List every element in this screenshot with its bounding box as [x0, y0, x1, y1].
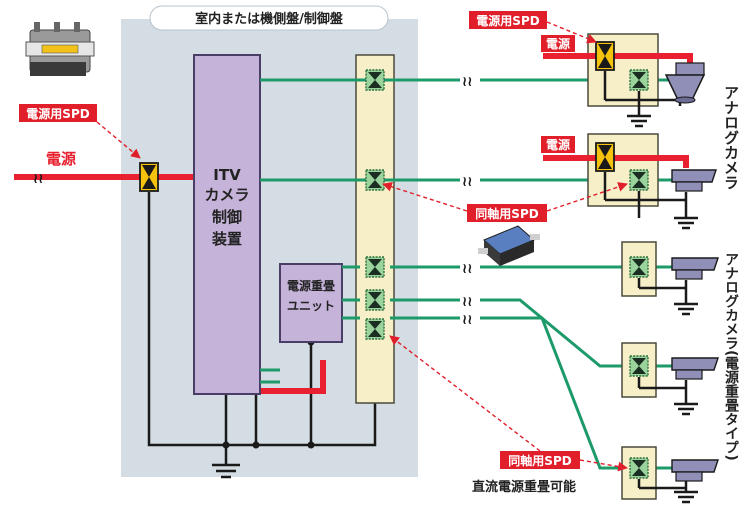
itv-label-3: 制御 — [212, 208, 242, 226]
svg-text:電源用SPD: 電源用SPD — [26, 106, 89, 121]
dome-camera-1[interactable] — [664, 62, 706, 104]
svg-text:電源: 電源 — [546, 36, 570, 51]
camera-2-coax-spd[interactable] — [629, 169, 649, 191]
unit-label-1: 電源重畳 — [287, 278, 335, 293]
box-camera-2[interactable] — [671, 169, 717, 192]
itv-camera-controller[interactable]: ITV カメラ 制御 装置 — [193, 54, 261, 395]
power-spd-product-photo — [25, 22, 95, 76]
svg-text:≀≀: ≀≀ — [462, 261, 473, 277]
itv-label-2: カメラ — [204, 186, 249, 204]
svg-text:≀≀: ≀≀ — [462, 174, 473, 190]
analog-camera-label: アナログカメラ — [722, 85, 740, 190]
camera-1-coax-spd[interactable] — [629, 69, 649, 91]
panel-coax-spd-5[interactable] — [365, 318, 385, 340]
svg-text:同軸用SPD: 同軸用SPD — [508, 453, 571, 468]
svg-text:≀≀: ≀≀ — [462, 74, 473, 90]
main-power-label: 電源 — [46, 150, 76, 168]
camera-1-power-spd[interactable] — [595, 41, 615, 71]
svg-text:同軸用SPD: 同軸用SPD — [475, 206, 538, 221]
svg-text:≀≀: ≀≀ — [462, 294, 473, 310]
unit-label-2: ユニット — [287, 299, 335, 313]
panel-title: 室内または機側盤/制御盤 — [195, 11, 344, 27]
svg-text:≀≀: ≀≀ — [462, 312, 473, 328]
coax-spd-bus — [355, 54, 395, 404]
camera-2-power-spd[interactable] — [595, 142, 615, 172]
tag-coax-spd-mid: 同軸用SPD — [467, 204, 547, 222]
coax-spd-product-photo — [478, 225, 540, 266]
camera-2-ground — [603, 172, 698, 230]
camera-3-ground — [637, 278, 698, 316]
box-camera-5[interactable] — [671, 459, 719, 482]
tag-power-cam1: 電源 — [541, 35, 575, 52]
power-break-mark: ≀≀ — [33, 171, 44, 187]
analog-camera-superimposed-label: アナログカメラ(電源重畳タイプ) — [723, 252, 739, 461]
camera-2-power-line — [543, 155, 689, 168]
tag-power-cam2: 電源 — [541, 136, 575, 153]
tag-power-spd-left: 電源用SPD — [19, 104, 97, 122]
callout-arrows — [96, 21, 628, 472]
tag-coax-spd-bottom: 同軸用SPD — [500, 451, 580, 469]
panel-coax-spd-1[interactable] — [365, 69, 385, 91]
box-camera-3[interactable] — [671, 257, 719, 280]
panel-coax-spd-4[interactable] — [365, 289, 385, 311]
main-power-spd[interactable] — [139, 162, 159, 192]
itv-label-1: ITV — [213, 166, 241, 184]
svg-text:電源用SPD: 電源用SPD — [476, 13, 539, 28]
camera-5-ground — [637, 479, 698, 504]
itv-label-4: 装置 — [211, 230, 242, 248]
box-camera-4[interactable] — [671, 357, 719, 380]
panel-coax-spd-2[interactable] — [365, 169, 385, 191]
ground-symbol — [212, 463, 240, 479]
camera-5-coax-spd[interactable] — [629, 457, 649, 479]
camera-3-coax-spd[interactable] — [629, 256, 649, 278]
tag-power-spd-right: 電源用SPD — [469, 11, 547, 29]
svg-text:電源: 電源 — [546, 137, 570, 152]
camera-4-coax-spd[interactable] — [629, 355, 649, 377]
panel-coax-spd-3[interactable] — [365, 256, 385, 278]
signal-break-marks: ≀≀ ≀≀ ≀≀ ≀≀ ≀≀ — [462, 74, 473, 328]
dc-superimpose-label: 直流電源重畳可能 — [472, 479, 576, 495]
power-superimpose-unit[interactable]: 電源重畳 ユニット — [279, 263, 343, 343]
camera-4-ground — [637, 377, 698, 416]
